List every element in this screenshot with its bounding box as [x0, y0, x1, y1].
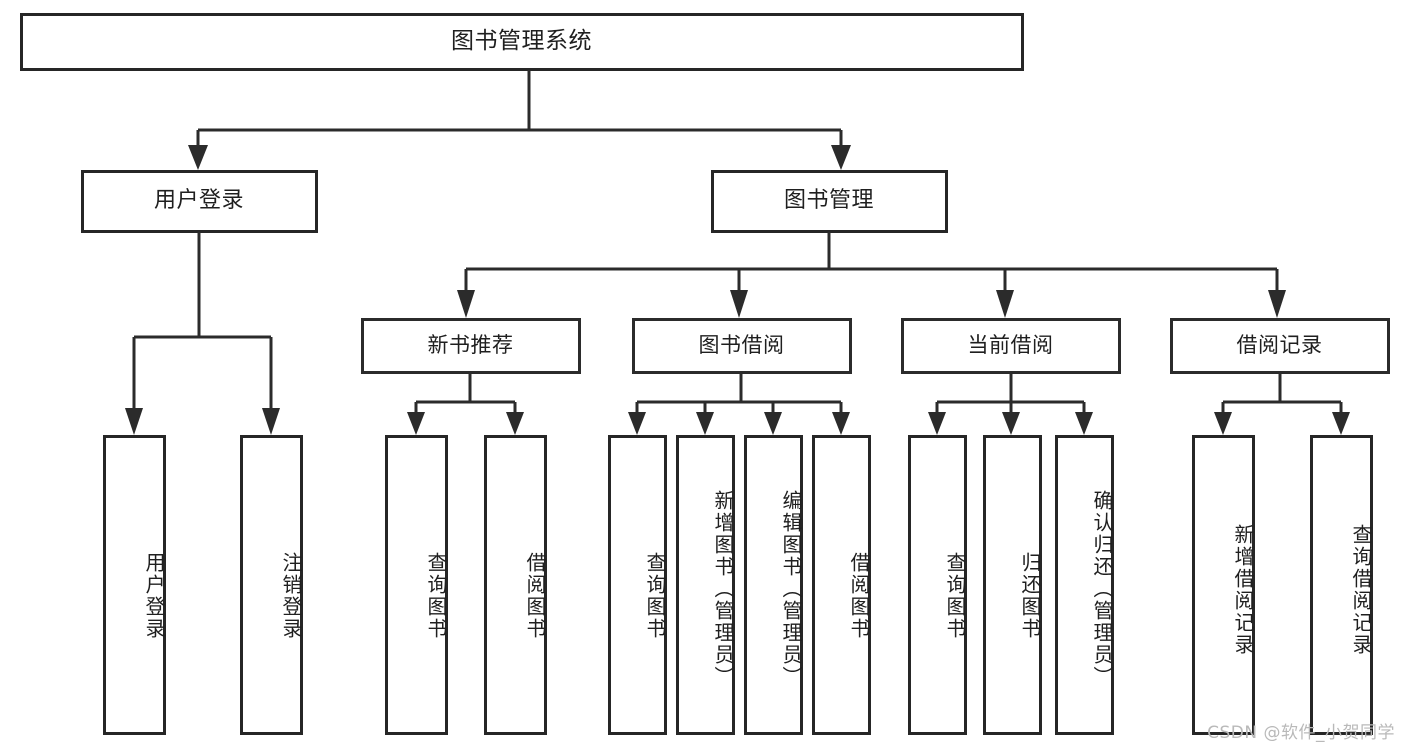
arrowhead-bm-to-borrow-record: [1268, 290, 1286, 318]
arrowhead-root-to-book-management: [831, 145, 851, 170]
arrowhead-cb-leaf-1: [928, 412, 946, 435]
arrowhead-br-leaf-2: [1332, 412, 1350, 435]
leaf-user-login-box[interactable]: [103, 435, 166, 735]
node-borrow-record-box[interactable]: [1170, 318, 1390, 374]
arrowhead-user-login-leaf-1: [125, 408, 143, 435]
leaf-add-book-admin-box[interactable]: [676, 435, 735, 735]
node-root-box[interactable]: [20, 13, 1024, 71]
leaf-borrow-book-1-box[interactable]: [484, 435, 547, 735]
leaf-add-borrow-record-box[interactable]: [1192, 435, 1255, 735]
node-book-management-box[interactable]: [711, 170, 948, 233]
arrowhead-root-to-user-login: [188, 145, 208, 170]
node-new-book-recommend-box[interactable]: [361, 318, 581, 374]
arrowhead-bb-leaf-2: [696, 412, 714, 435]
arrowhead-bb-leaf-4: [832, 412, 850, 435]
arrowhead-bm-to-book-borrow: [730, 290, 748, 318]
arrowhead-user-login-leaf-2: [262, 408, 280, 435]
node-current-borrow-box[interactable]: [901, 318, 1121, 374]
csdn-watermark: CSDN @软件_小贺同学: [1207, 723, 1395, 743]
leaf-borrow-book-2-box[interactable]: [812, 435, 871, 735]
leaf-return-book-box[interactable]: [983, 435, 1042, 735]
arrowhead-bb-leaf-3: [764, 412, 782, 435]
arrowhead-cb-leaf-2: [1002, 412, 1020, 435]
node-user-login-box[interactable]: [81, 170, 318, 233]
arrowhead-cb-leaf-3: [1075, 412, 1093, 435]
arrowhead-nbr-leaf-2: [506, 412, 524, 435]
leaf-query-borrow-record-box[interactable]: [1310, 435, 1373, 735]
leaf-logout-box[interactable]: [240, 435, 303, 735]
arrowhead-nbr-leaf-1: [407, 412, 425, 435]
arrowhead-bb-leaf-1: [628, 412, 646, 435]
leaf-edit-book-admin-box[interactable]: [744, 435, 803, 735]
leaf-query-book-3-box[interactable]: [908, 435, 967, 735]
arrowhead-bm-to-current-borrow: [996, 290, 1014, 318]
arrowhead-bm-to-new-book-recommend: [457, 290, 475, 318]
node-book-borrow-box[interactable]: [632, 318, 852, 374]
leaf-confirm-return-admin-box[interactable]: [1055, 435, 1114, 735]
arrowhead-br-leaf-1: [1214, 412, 1232, 435]
leaf-query-book-1-box[interactable]: [385, 435, 448, 735]
leaf-query-book-2-box[interactable]: [608, 435, 667, 735]
